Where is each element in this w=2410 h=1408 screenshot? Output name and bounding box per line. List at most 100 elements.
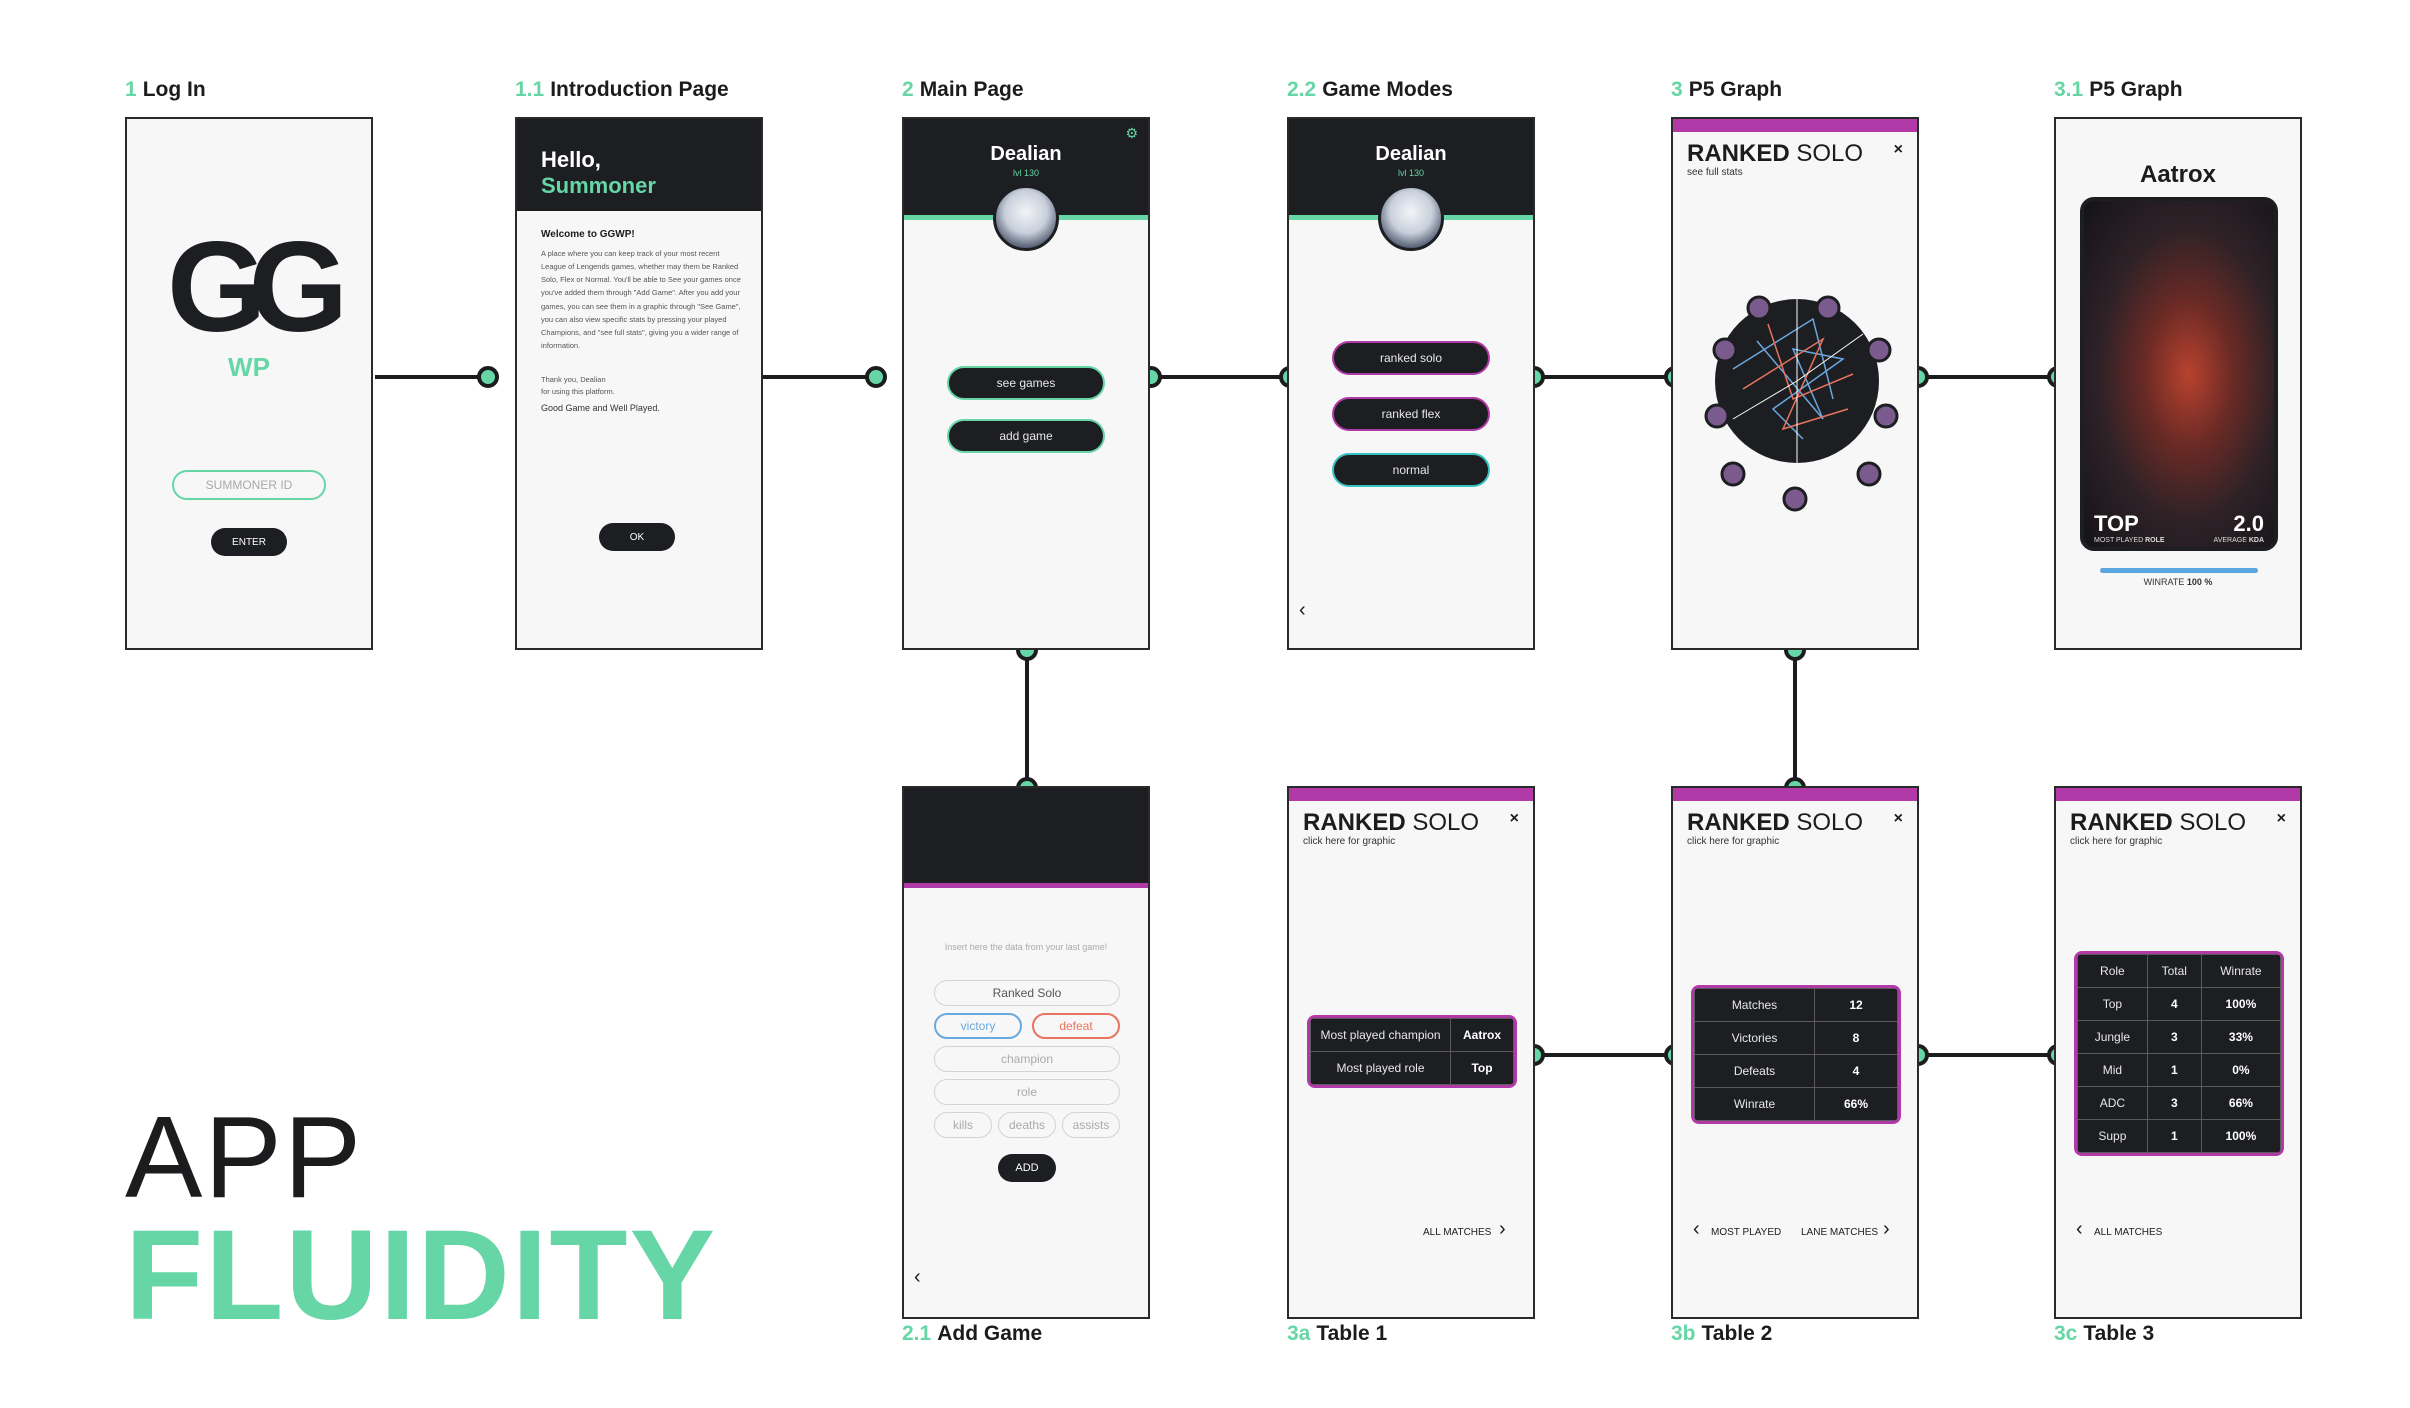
screen-champ: Aatrox TOP MOST PLAYED ROLE 2.0 AVERAGE … xyxy=(2054,117,2302,650)
most-played-link[interactable]: MOST PLAYED xyxy=(1711,1227,1782,1238)
screen-table1: RANKED SOLO click here for graphic × Mos… xyxy=(1287,786,1535,1319)
addgame-header-line xyxy=(904,883,1148,888)
table2-title: RANKED SOLO xyxy=(1687,809,1864,836)
logo-sub: WP xyxy=(228,352,270,382)
add-game-button[interactable]: add game xyxy=(947,419,1105,453)
avatar xyxy=(1378,185,1444,251)
main-level: lvl 130 xyxy=(1012,168,1039,178)
fluidity-title: FLUIDITY xyxy=(125,1204,717,1347)
champion-field[interactable]: champion xyxy=(934,1046,1120,1072)
close-icon[interactable]: × xyxy=(1893,810,1903,827)
winrate-label: WINRATE 100 % xyxy=(2143,577,2213,587)
mode-field[interactable]: Ranked Solo xyxy=(934,980,1120,1006)
role-value: TOP xyxy=(2094,511,2139,536)
connector-dot xyxy=(477,366,499,388)
role-field[interactable]: role xyxy=(934,1079,1120,1105)
screen-modes: Dealian lvl 130 ranked solo ranked flex … xyxy=(1287,117,1535,650)
chevron-right-icon[interactable]: › xyxy=(1499,1218,1506,1240)
all-matches-link[interactable]: ALL MATCHES xyxy=(1423,1227,1492,1238)
normal-button[interactable]: normal xyxy=(1332,453,1490,487)
graph-title: RANKED SOLO xyxy=(1687,140,1864,167)
addgame-hint: Insert here the data from your last game… xyxy=(944,942,1108,952)
kills-field[interactable]: kills xyxy=(934,1112,992,1138)
all-matches-link[interactable]: ALL MATCHES xyxy=(2094,1227,2163,1238)
champion-card[interactable]: TOP MOST PLAYED ROLE 2.0 AVERAGE KDA xyxy=(2080,197,2278,551)
enter-button[interactable]: ENTER xyxy=(211,528,287,556)
add-button[interactable]: ADD xyxy=(998,1154,1056,1182)
table1-top-bar xyxy=(1289,788,1533,801)
intro-gg: Good Game and Well Played. xyxy=(541,403,660,413)
close-icon[interactable]: × xyxy=(1509,810,1519,827)
graphic-link[interactable]: click here for graphic xyxy=(1687,836,1780,847)
addgame-header xyxy=(904,788,1148,883)
winrate-fill xyxy=(2100,568,2258,573)
graphic-link[interactable]: click here for graphic xyxy=(2070,836,2163,847)
ranked-flex-button[interactable]: ranked flex xyxy=(1332,397,1490,431)
intro-hello: Hello, xyxy=(541,147,601,172)
deaths-field[interactable]: deaths xyxy=(998,1112,1056,1138)
screen-main: Dealian lvl 130 ⚙ see games add game xyxy=(902,117,1150,650)
winrate-track xyxy=(2100,568,2258,573)
ok-button[interactable]: OK xyxy=(599,523,675,551)
intro-thanks-2: for using this platform. xyxy=(541,387,615,396)
app-title: APP xyxy=(125,1092,364,1222)
logo-letters: GG xyxy=(167,216,348,359)
table2-top-bar xyxy=(1673,788,1917,801)
graphic-link[interactable]: click here for graphic xyxy=(1303,836,1396,847)
close-icon[interactable]: × xyxy=(1893,141,1903,158)
lane-matches-link[interactable]: LANE MATCHES xyxy=(1801,1227,1879,1238)
ranked-solo-button[interactable]: ranked solo xyxy=(1332,341,1490,375)
back-chevron-icon[interactable]: ‹ xyxy=(1299,599,1306,621)
kda-value: 2.0 xyxy=(2233,511,2264,536)
defeat-toggle[interactable]: defeat xyxy=(1032,1013,1120,1039)
chevron-left-icon[interactable]: ‹ xyxy=(1693,1218,1700,1240)
screen-graph: RANKED SOLO see full stats × xyxy=(1671,117,1919,650)
see-full-stats-link[interactable]: see full stats xyxy=(1687,167,1743,178)
table1-title: RANKED SOLO xyxy=(1303,809,1480,836)
avatar xyxy=(993,185,1059,251)
modes-level: lvl 130 xyxy=(1397,168,1424,178)
victory-toggle[interactable]: victory xyxy=(934,1013,1022,1039)
intro-body: A place where you can keep track of your… xyxy=(541,249,741,350)
chevron-left-icon[interactable]: ‹ xyxy=(2076,1218,2083,1240)
connector-dot xyxy=(865,366,887,388)
chevron-right-icon[interactable]: › xyxy=(1883,1218,1890,1240)
summoner-id-input[interactable]: SUMMONER ID xyxy=(172,470,326,500)
graph-top-bar xyxy=(1673,119,1917,132)
screen-table3: RANKED SOLO click here for graphic × Rol… xyxy=(2054,786,2302,1319)
modes-username: Dealian xyxy=(1375,143,1447,165)
intro-thanks: Thank you, Dealian xyxy=(541,375,606,384)
intro-welcome: Welcome to GGWP! xyxy=(541,229,635,240)
radial-graph[interactable] xyxy=(1673,119,1919,650)
assists-field[interactable]: assists xyxy=(1062,1112,1120,1138)
screen-login: GG WP SUMMONER ID ENTER xyxy=(125,117,373,650)
back-chevron-icon[interactable]: ‹ xyxy=(914,1266,921,1288)
close-icon[interactable]: × xyxy=(2276,810,2286,827)
champion-name: Aatrox xyxy=(2139,161,2217,188)
see-games-button[interactable]: see games xyxy=(947,366,1105,400)
gear-icon[interactable]: ⚙ xyxy=(1125,125,1138,141)
